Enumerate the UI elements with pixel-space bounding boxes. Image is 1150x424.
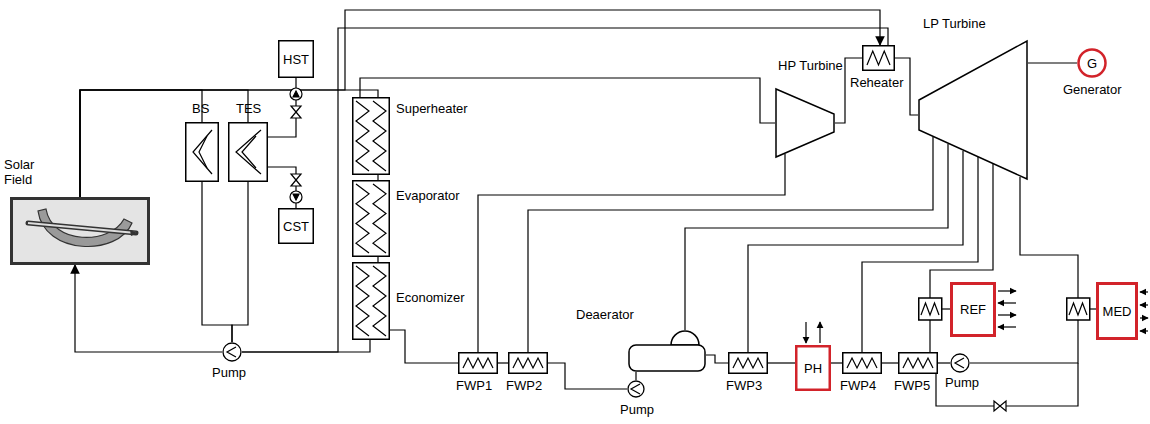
turbine-outline [775, 88, 835, 158]
node-label: MED [1096, 282, 1138, 340]
feedwater-preheater: FWP4 [842, 352, 882, 374]
heat-exchanger-outline [352, 97, 390, 175]
node-label: FWP3 [726, 378, 762, 393]
heat-exchanger: Superheater [352, 97, 390, 175]
reheater: Reheater [862, 45, 895, 71]
pipe-line [242, 340, 370, 352]
heat-exchanger: Evaporator [352, 180, 390, 257]
pipe-line [706, 355, 728, 363]
node-label: Pump [945, 375, 979, 390]
pipe-line [1028, 62, 1077, 63]
feedwater-preheater: FWP3 [728, 352, 768, 374]
node-label: TES [236, 101, 261, 116]
turbine: LP Turbine [918, 40, 1028, 180]
pipe-line [748, 151, 963, 352]
heat-exchanger: Economizer [352, 262, 390, 340]
pump-symbol-outline [627, 380, 645, 398]
pipe-line [80, 10, 880, 197]
node-label: PH [795, 345, 831, 391]
pipe-line [768, 362, 795, 363]
feedwater-preheater-outline [842, 352, 882, 374]
heat-exchanger-outline [352, 262, 390, 340]
node-label: LP Turbine [923, 16, 986, 31]
node-label: G [1077, 48, 1107, 78]
feedwater-preheater: FWP1 [458, 352, 498, 374]
turbine: HP Turbine [775, 88, 835, 158]
pipe-line [377, 257, 378, 262]
pipe-line [242, 28, 888, 352]
deaerator: Deaerator [628, 330, 706, 372]
pipe-line [390, 330, 458, 363]
pump-symbol-outline [950, 353, 970, 373]
pipe-line [930, 164, 993, 282]
node-label: FWP1 [456, 378, 492, 393]
node-label: Deaerator [576, 307, 634, 322]
node-label: FWP4 [840, 378, 876, 393]
pipe-line [929, 337, 930, 352]
process-box: REF [918, 282, 996, 337]
pipe-line [80, 90, 202, 197]
pump-symbol-outline [222, 342, 242, 362]
solar-field-outline [10, 197, 150, 265]
feedwater-preheater: FWP2 [508, 352, 548, 374]
feedwater-preheater-outline [728, 352, 768, 374]
heat-exchanger-outline [352, 180, 390, 257]
storage-tank: HST [278, 40, 314, 78]
pump-symbol: Pump [222, 342, 242, 362]
pipe-line [75, 265, 222, 352]
pipe-line [548, 363, 627, 389]
node-label: REF [950, 282, 996, 337]
pipe-line [831, 362, 842, 363]
pipe-line [80, 90, 248, 197]
generator: GGenerator [1077, 48, 1107, 78]
heat-exchanger-outline [228, 122, 268, 182]
feedwater-preheater: FWP5 [898, 352, 938, 374]
process-box: PH [795, 345, 831, 391]
feedwater-preheater-outline [458, 352, 498, 374]
solar-field: Solar Field [10, 197, 150, 265]
heat-exchanger: BS [185, 122, 219, 182]
pipe-line [635, 372, 636, 380]
node-label: Generator [1063, 82, 1122, 97]
node-label: Economizer [396, 290, 465, 305]
pump-symbol: Pump [950, 353, 970, 373]
pipe-line [938, 362, 950, 363]
pipe-line [1020, 177, 1078, 282]
node-label: FWP2 [506, 378, 542, 393]
pump-symbol: Pump [627, 380, 645, 398]
pipe-line [882, 362, 898, 363]
pipe-line [80, 90, 378, 197]
node-label: Pump [212, 365, 246, 380]
node-label: Solar Field [4, 157, 48, 187]
pipe-line [498, 362, 508, 363]
node-label: CST [278, 208, 314, 244]
node-label: HST [278, 40, 314, 78]
feedwater-preheater-outline [898, 352, 938, 374]
heat-exchanger-outline [185, 122, 219, 182]
node-label: Reheater [850, 75, 903, 90]
node-label: Evaporator [396, 188, 460, 203]
process-box: MED [1066, 282, 1142, 340]
pipe-line [970, 340, 1078, 363]
feedwater-preheater-outline [508, 352, 548, 374]
node-label: HP Turbine [778, 58, 843, 73]
pipe-line [377, 175, 378, 180]
pipe-line [478, 154, 785, 352]
reheater-outline [862, 45, 895, 71]
pipe-line [232, 182, 248, 342]
heat-exchanger: TES [228, 122, 268, 182]
pipe-line [685, 144, 948, 330]
pipe-line [360, 78, 775, 123]
node-label: BS [192, 101, 209, 116]
node-label: FWP5 [894, 378, 930, 393]
turbine-outline [918, 40, 1028, 180]
node-label: Superheater [396, 101, 468, 116]
node-label: Pump [620, 402, 654, 417]
deaerator-outline [628, 330, 706, 372]
storage-tank: CST [278, 208, 314, 244]
pipe-line [202, 182, 232, 342]
